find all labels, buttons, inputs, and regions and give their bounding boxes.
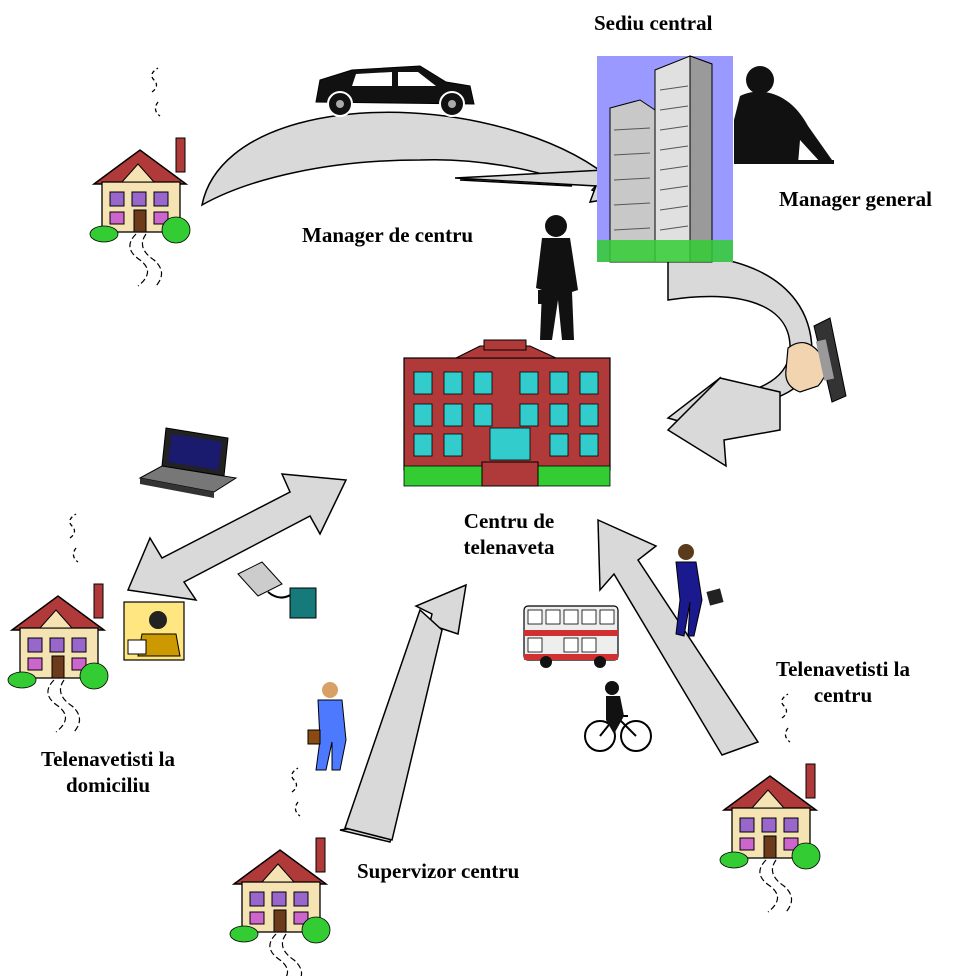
center-workers-label-line2: centru (813, 683, 873, 707)
general-manager-figure (734, 66, 834, 164)
home-workers-label-line2: domiciliu (65, 773, 150, 797)
telework-center-building-image (403, 339, 611, 487)
house-image-supervisor (229, 767, 331, 976)
center-workers-label-line1: Telenavetisti la (776, 657, 910, 681)
arrow-home-to-headquarters (200, 111, 622, 207)
house-image-home-workers (7, 513, 109, 733)
arrow-center-workers-to-center (597, 518, 760, 756)
supervisor-label: Supervizor centru (357, 859, 520, 883)
center-label: Centru de telenaveta (449, 508, 569, 560)
arrow-home-workers-center (126, 473, 348, 601)
center-manager-figure (536, 215, 578, 340)
house-image-top-left (89, 67, 191, 287)
modem-image (237, 561, 317, 619)
home-workers-label: Telenavetisti la domiciliu (22, 746, 194, 798)
center-workers-label: Telenavetisti la centru (757, 656, 929, 708)
center-label-line2: telenaveta (463, 535, 555, 559)
home-workers-label-line1: Telenavetisti la (41, 747, 175, 771)
home-worker-image (123, 601, 185, 661)
bus-image (523, 605, 619, 668)
headquarters-label: Sediu central (594, 11, 713, 35)
car-image (315, 65, 475, 117)
supervisor-figure (307, 682, 347, 771)
center-manager-label: Manager de centru (302, 223, 474, 247)
cyclist-figure (584, 681, 652, 752)
laptop-image (138, 427, 238, 498)
walking-businessman-figure (675, 544, 724, 637)
general-manager-label: Manager general (779, 187, 932, 211)
mobile-phone-image (785, 317, 847, 403)
center-label-line1: Centru de (463, 509, 555, 533)
headquarters-building-image (597, 55, 733, 263)
